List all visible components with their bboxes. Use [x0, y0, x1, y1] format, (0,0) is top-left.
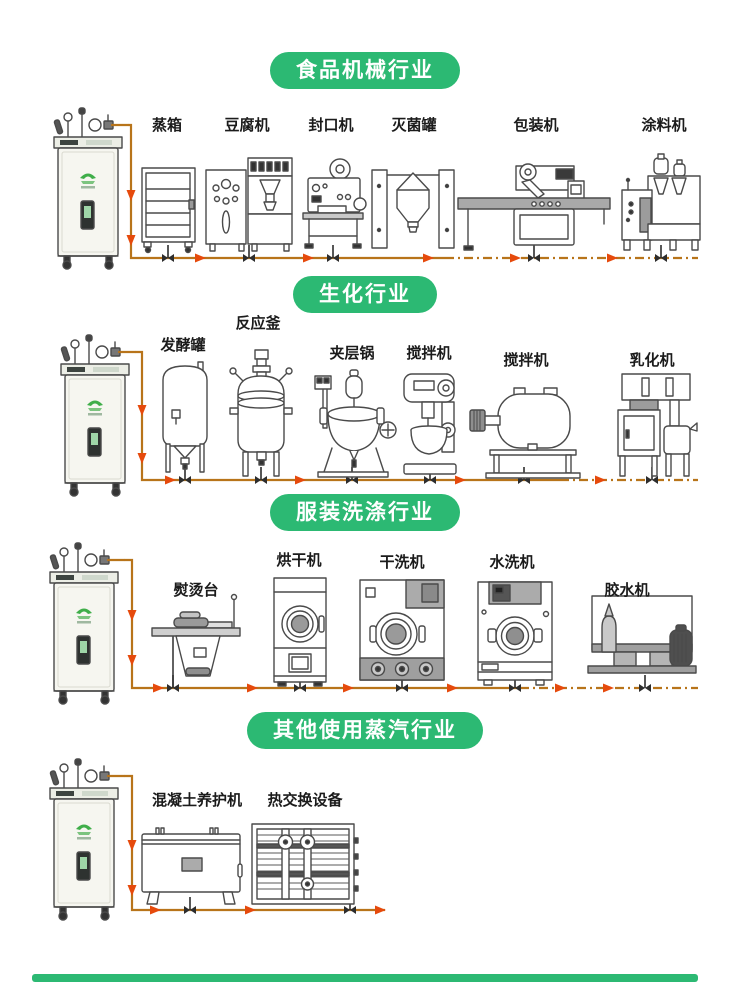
drum-mixer-icon: [469, 387, 581, 479]
water-washing-machine-icon: [477, 581, 553, 686]
footer-accent-bar: [32, 974, 698, 982]
label-concrete-curing-machine: 混凝土养护机: [151, 792, 243, 809]
label-mixer-2: 搅拌机: [503, 352, 549, 369]
steam-generator-icon: [48, 757, 126, 922]
label-glue-machine: 胶水机: [604, 582, 650, 599]
label-fermentation-tank: 发酵罐: [160, 337, 206, 354]
pipe-network-other: [124, 774, 386, 915]
label-sterilizing-tank: 灭菌罐: [391, 117, 437, 134]
section-header-other-steam: 其他使用蒸汽行业: [247, 712, 483, 750]
steam-generator-icon: [52, 106, 130, 271]
section-header-food-machinery: 食品机械行业: [270, 52, 460, 90]
label-water-washing-machine: 水洗机: [489, 554, 535, 571]
label-steam-cabinet: 蒸箱: [151, 117, 183, 134]
stand-mixer-icon: [403, 373, 457, 475]
label-coating-machine: 涂料机: [641, 117, 687, 134]
label-emulsifier: 乳化机: [629, 352, 675, 369]
heat-exchanger-icon: [251, 823, 359, 905]
reactor-icon: [229, 349, 293, 477]
sterilizing-tank-icon: [371, 169, 455, 249]
label-heat-exchanger: 热交换设备: [267, 792, 343, 809]
ironing-table-icon: [151, 593, 241, 677]
pipe-network-biochemical: [135, 350, 698, 485]
drying-machine-icon: [273, 577, 327, 687]
label-dry-cleaning-machine: 干洗机: [379, 554, 425, 571]
pipe-network-food: [126, 123, 698, 263]
dry-cleaning-machine-icon: [359, 579, 445, 681]
sealing-machine-icon: [302, 158, 367, 249]
steam-generator-icon: [59, 333, 137, 498]
label-packaging-machine: 包装机: [513, 117, 559, 134]
glue-machine-icon: [587, 595, 697, 674]
label-mixer-1: 搅拌机: [406, 345, 452, 362]
coating-machine-icon: [621, 153, 701, 251]
concrete-curing-machine-icon: [141, 827, 243, 905]
label-sealing-machine: 封口机: [308, 117, 354, 134]
label-reactor: 反应釜: [235, 315, 281, 332]
section-header-garment-washing: 服装洗涤行业: [270, 494, 460, 532]
emulsifier-icon: [617, 373, 698, 477]
tofu-machine-icon: [205, 157, 293, 252]
pipe-network-garment: [124, 558, 698, 693]
section-header-biochemical: 生化行业: [293, 276, 437, 314]
steam-cabinet-icon: [141, 167, 196, 254]
fermentation-tank-icon: [162, 361, 208, 473]
jacketed-kettle-icon: [314, 369, 397, 478]
packaging-machine-icon: [457, 163, 611, 251]
steam-generator-icon: [48, 541, 126, 706]
label-tofu-machine: 豆腐机: [224, 117, 270, 134]
label-drying-machine: 烘干机: [276, 552, 322, 569]
label-jacketed-kettle: 夹层锅: [329, 345, 375, 362]
label-ironing-table: 熨烫台: [173, 582, 219, 599]
